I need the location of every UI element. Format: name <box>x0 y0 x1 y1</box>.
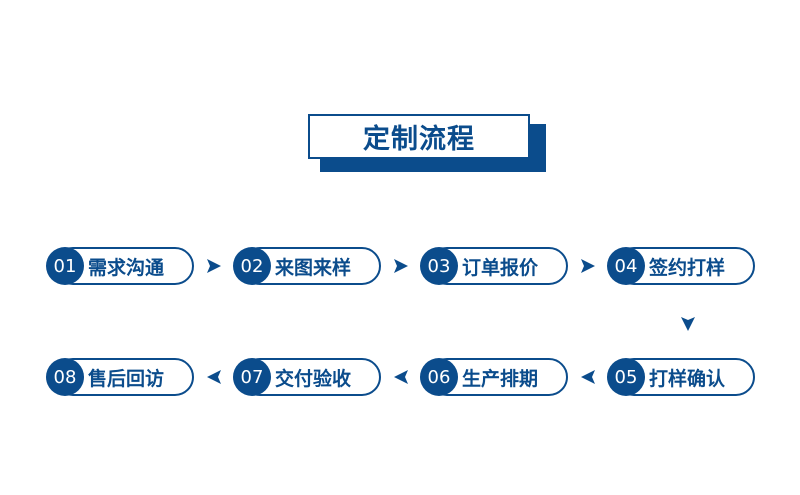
step-number: 02 <box>233 247 271 285</box>
step-label: 订单报价 <box>462 256 539 279</box>
step-label: 生产排期 <box>462 367 539 390</box>
step-06: 06 生产排期 <box>420 358 568 396</box>
page-title: 定制流程 <box>363 124 475 155</box>
arrow-left-icon <box>392 368 410 386</box>
step-number: 05 <box>607 358 645 396</box>
title-box: 定制流程 <box>308 114 530 159</box>
arrow-right-icon <box>579 257 597 275</box>
step-number: 04 <box>607 247 645 285</box>
arrow-down-icon <box>679 315 697 333</box>
title-banner: 定制流程 <box>308 114 546 172</box>
step-07: 07 交付验收 <box>233 358 381 396</box>
step-number: 08 <box>46 358 84 396</box>
step-label: 售后回访 <box>88 367 165 390</box>
step-03: 03 订单报价 <box>420 247 568 285</box>
arrow-right-icon <box>392 257 410 275</box>
arrow-left-icon <box>205 368 223 386</box>
arrow-right-icon <box>205 257 223 275</box>
step-05: 05 打样确认 <box>607 358 755 396</box>
step-number: 01 <box>46 247 84 285</box>
step-08: 08 售后回访 <box>46 358 194 396</box>
step-01: 01 需求沟通 <box>46 247 194 285</box>
step-04: 04 签约打样 <box>607 247 755 285</box>
step-label: 需求沟通 <box>88 256 165 279</box>
step-label: 来图来样 <box>275 256 352 279</box>
step-number: 07 <box>233 358 271 396</box>
step-02: 02 来图来样 <box>233 247 381 285</box>
step-label: 签约打样 <box>649 256 726 279</box>
step-number: 03 <box>420 247 458 285</box>
step-label: 打样确认 <box>649 367 726 390</box>
step-label: 交付验收 <box>275 367 352 390</box>
arrow-left-icon <box>579 368 597 386</box>
step-number: 06 <box>420 358 458 396</box>
